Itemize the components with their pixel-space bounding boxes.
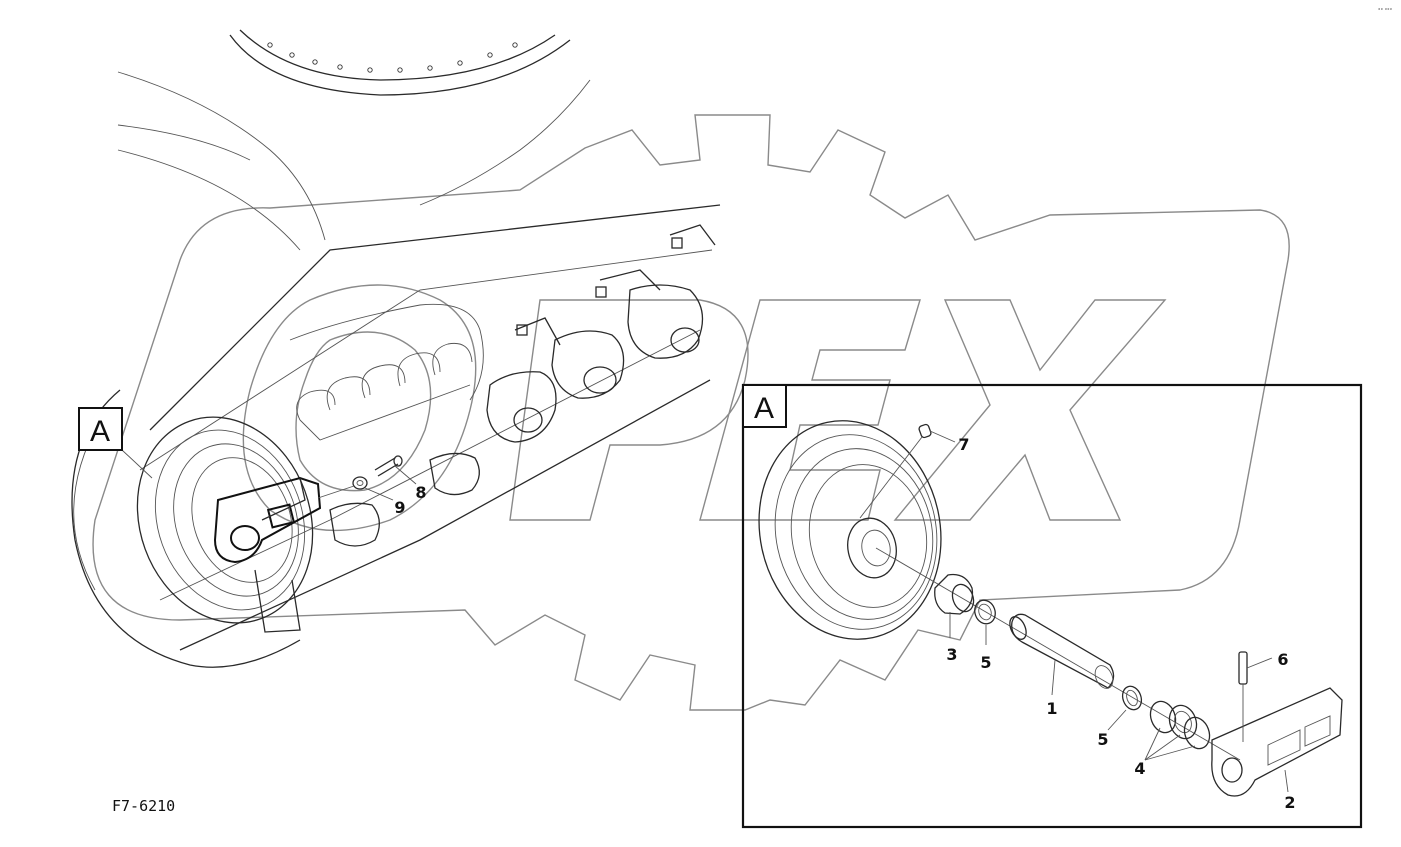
bolt-8-overview: [374, 455, 403, 477]
plug-7: [859, 423, 956, 519]
track-frame: [149, 204, 721, 431]
slewing-ring: [229, 34, 571, 96]
pin-6: [1238, 651, 1273, 742]
track-guard: [254, 569, 301, 633]
seal-group-4: [1144, 700, 1211, 761]
idler-wheel-detail: [758, 420, 942, 640]
o-ring-5-upper: [974, 599, 996, 645]
watermark-letter-e: [699, 299, 921, 521]
leader-9: [364, 487, 394, 501]
callout-1: 1: [1046, 699, 1057, 718]
shaft-1: [1009, 613, 1115, 696]
callout-3: 3: [946, 645, 957, 664]
view-label-overview: A: [90, 415, 110, 448]
assembly-axis: [875, 547, 1241, 761]
detail-view-frame: [741, 383, 1363, 829]
watermark-letter-x: [893, 299, 1167, 521]
washer-9-overview: [352, 476, 368, 490]
track-rollers: [329, 224, 716, 547]
bracket-2: [1211, 687, 1343, 797]
view-label-detail: A: [754, 392, 774, 425]
recoil-spring: [289, 303, 484, 441]
view-label-box-detail: [742, 384, 787, 428]
corner-mark: °° °°°: [1378, 8, 1393, 14]
exploded-idler-assembly: [758, 420, 1343, 797]
watermark-letter-o: [242, 284, 477, 532]
o-ring-5-lower: [1107, 685, 1143, 731]
leader-a-overview: [121, 449, 153, 479]
gear-watermark-outline: [92, 114, 1290, 711]
callout-9: 9: [394, 498, 405, 517]
callout-5-upper: 5: [980, 653, 991, 672]
idler-wheel-overview: [136, 416, 314, 624]
figure-code: F7-6210: [112, 797, 175, 815]
bushing-3: [934, 573, 975, 638]
opex-watermark: [92, 114, 1290, 711]
callout-2: 2: [1284, 793, 1295, 812]
leader-8: [394, 465, 417, 485]
idler-bracket-overview: [213, 476, 322, 564]
callout-8: 8: [415, 483, 426, 502]
callout-7: 7: [958, 435, 969, 454]
watermark-letter-p: [509, 299, 749, 521]
callout-4: 4: [1134, 759, 1145, 778]
slewing-ring-bolts: [267, 42, 518, 73]
callout-5-lower: 5: [1097, 730, 1108, 749]
undercarriage-overview: [71, 29, 721, 668]
callout-6: 6: [1277, 650, 1288, 669]
view-label-box-overview: [78, 407, 123, 451]
